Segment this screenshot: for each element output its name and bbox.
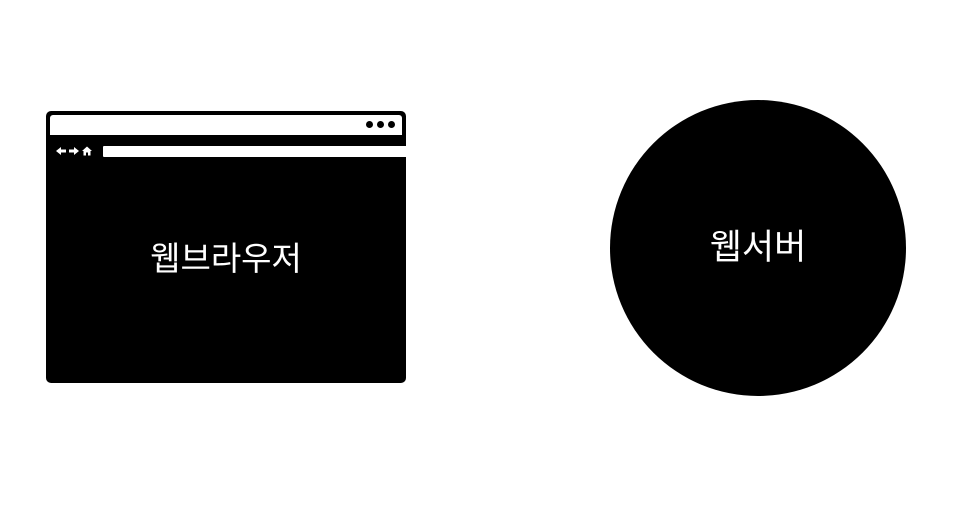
window-dot-icon	[377, 121, 384, 128]
window-dot-icon	[388, 121, 395, 128]
browser-nav-row	[56, 145, 92, 157]
reload-icon	[384, 146, 395, 157]
forward-arrow-icon	[69, 147, 79, 155]
back-arrow-icon	[56, 147, 66, 155]
window-controls	[366, 121, 395, 128]
web-browser-window: 웹브라우저	[46, 111, 423, 383]
web-browser-label: 웹브라우저	[150, 239, 302, 278]
window-dot-icon	[366, 121, 373, 128]
browser-titlebar	[50, 115, 402, 135]
address-bar	[103, 146, 423, 157]
home-icon	[82, 146, 92, 156]
web-server-label: 웹서버	[709, 228, 807, 268]
web-server-circle: 웹서버	[610, 100, 906, 396]
